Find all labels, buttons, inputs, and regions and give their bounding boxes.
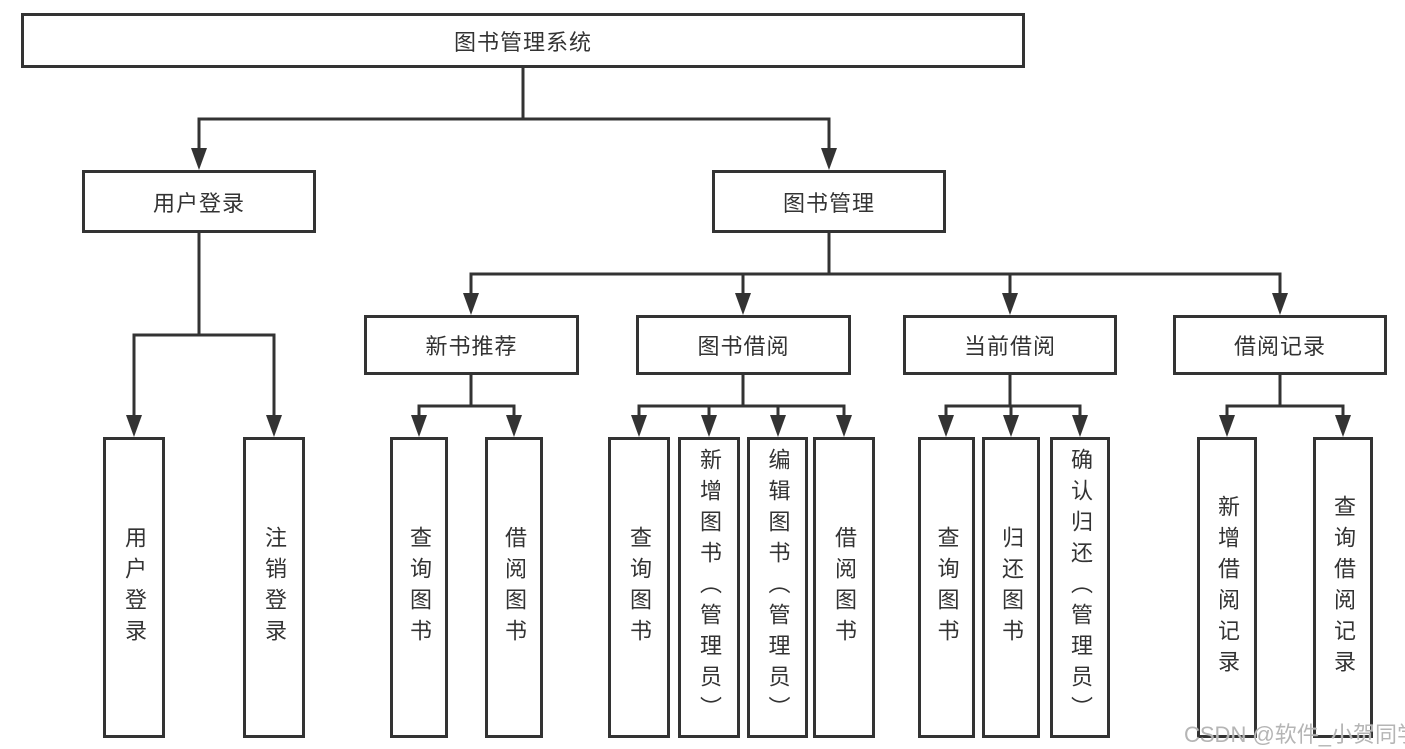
connector-borrowrecords-to-leaves: [1219, 375, 1351, 437]
node-leaf-borrow-query: 查询图书: [608, 437, 670, 738]
node-leaf-newbook-borrow: 借阅图书: [485, 437, 543, 738]
node-leaf-borrow-add: 新增图书（管理员）: [678, 437, 740, 738]
node-user-login: 用户登录: [82, 170, 316, 233]
node-leaf-current-return: 归还图书: [982, 437, 1040, 738]
node-leaf-logout: 注销登录: [243, 437, 305, 738]
watermark: CSDN @软件_小贺同学: [1184, 722, 1405, 747]
node-leaf-newbook-query: 查询图书: [390, 437, 448, 738]
connector-newbook-to-leaves: [411, 375, 522, 437]
node-book-borrow: 图书借阅: [636, 315, 851, 375]
node-book-management: 图书管理: [712, 170, 946, 233]
node-leaf-borrow-borrow: 借阅图书: [813, 437, 875, 738]
connector-root-to-level2: [191, 68, 837, 170]
node-current-borrow: 当前借阅: [903, 315, 1117, 375]
connector-userlogin-to-leaves: [126, 233, 282, 437]
node-leaf-current-confirm: 确认归还（管理员）: [1050, 437, 1110, 738]
connector-bookborrow-to-leaves: [631, 375, 852, 437]
node-new-book-recommend: 新书推荐: [364, 315, 579, 375]
node-leaf-user-login: 用户登录: [103, 437, 165, 738]
node-root: 图书管理系统: [21, 13, 1025, 68]
node-leaf-borrow-edit: 编辑图书（管理员）: [747, 437, 808, 738]
node-leaf-current-query: 查询图书: [918, 437, 975, 738]
node-leaf-record-query: 查询借阅记录: [1313, 437, 1373, 738]
connector-bookmgmt-to-level3: [463, 233, 1288, 315]
node-leaf-record-add: 新增借阅记录: [1197, 437, 1257, 738]
connector-currentborrow-to-leaves: [938, 375, 1088, 437]
node-borrow-records: 借阅记录: [1173, 315, 1387, 375]
